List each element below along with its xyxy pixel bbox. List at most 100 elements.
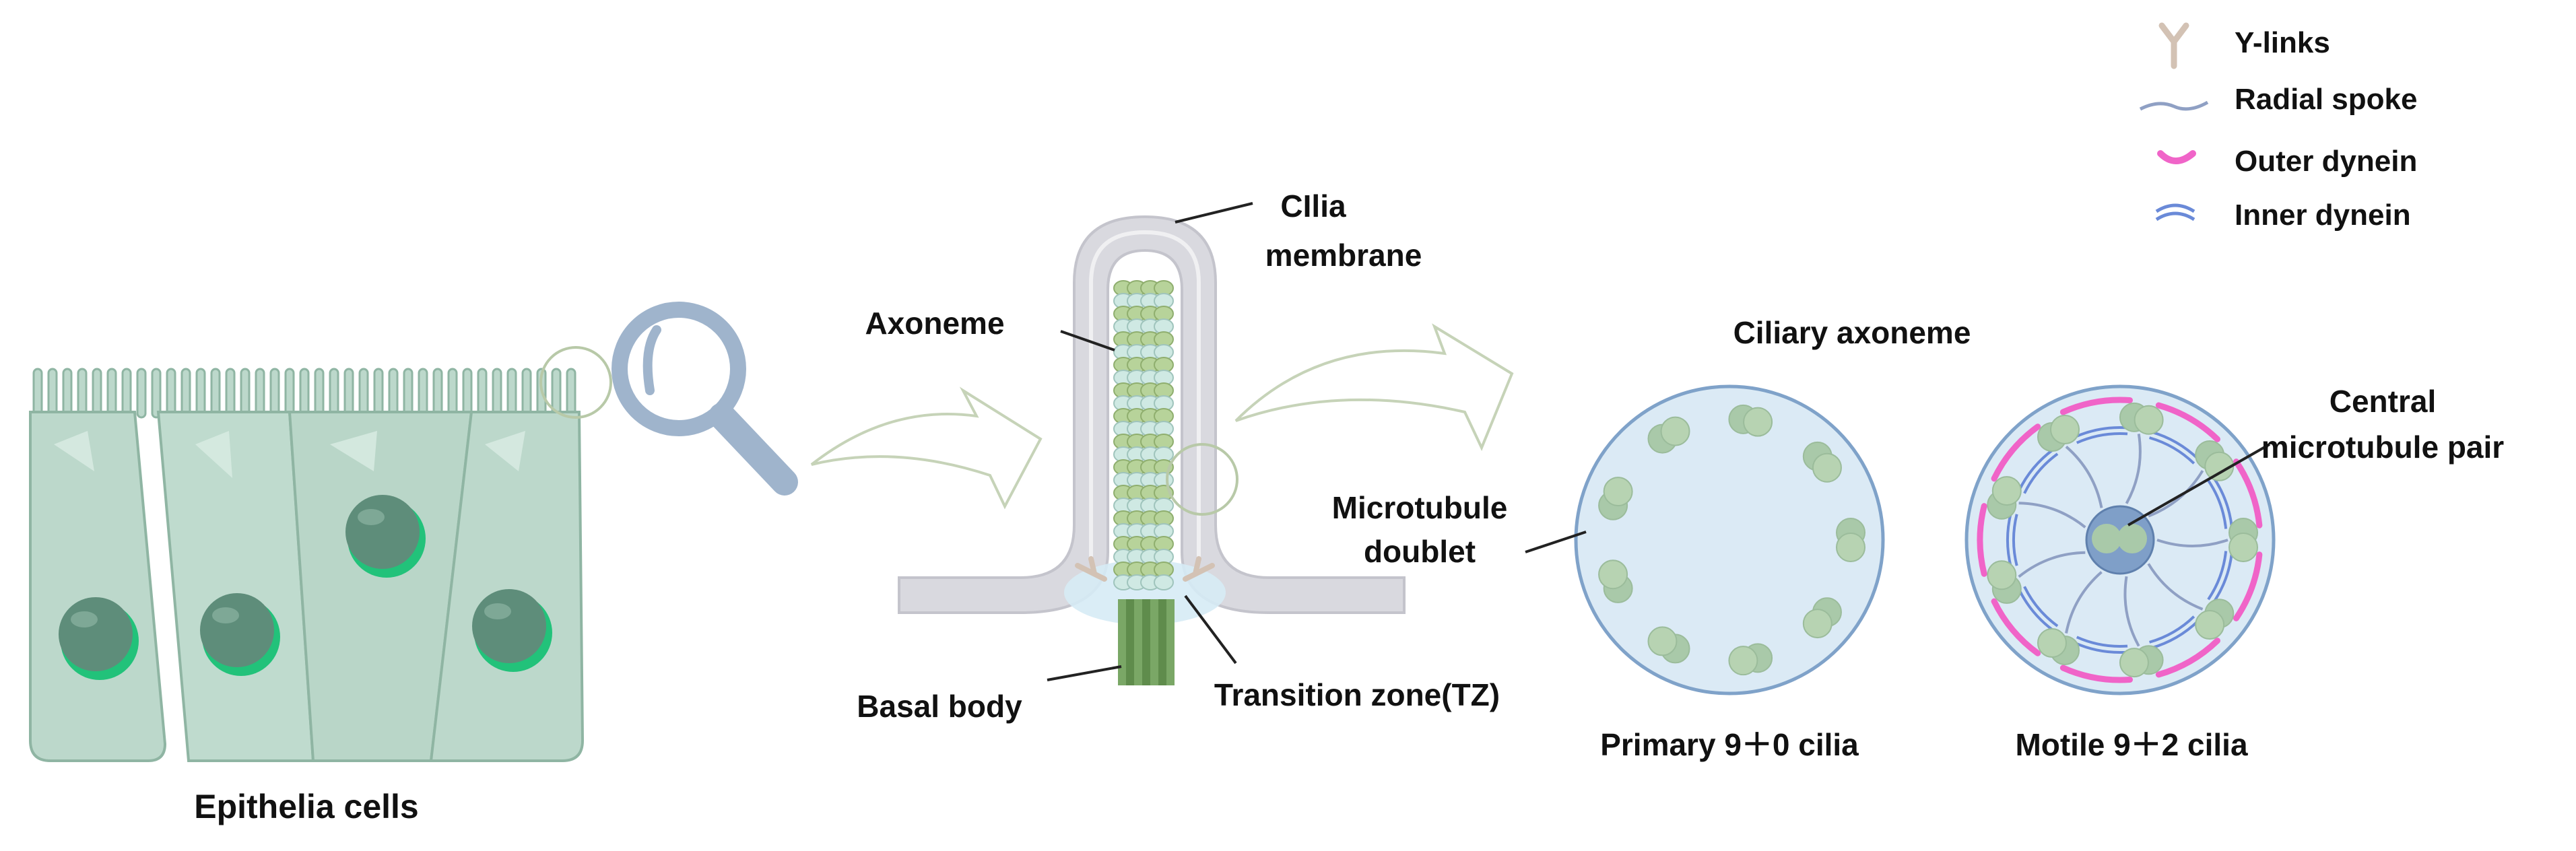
outer-dynein	[1991, 598, 2041, 656]
legend-inner-dynein-label: Inner dynein	[2235, 199, 2411, 232]
microvillus	[521, 368, 532, 419]
nucleus-3	[345, 495, 426, 578]
microvillus	[92, 368, 102, 419]
inner-dynein	[2212, 476, 2234, 529]
radial-spokes	[2018, 434, 2228, 647]
microvillus	[240, 368, 251, 419]
microtubule-doublet	[2195, 610, 2225, 640]
radial-spoke	[2147, 563, 2204, 611]
microvillus	[329, 368, 339, 419]
legend: Y-links Radial spoke Outer dynein Inner …	[2139, 22, 2417, 232]
cell-2	[156, 411, 315, 762]
microvillus	[343, 368, 354, 419]
radial-spoke	[2148, 470, 2204, 518]
radial-spoke	[2156, 539, 2228, 547]
inner-dynein	[2148, 436, 2195, 465]
inner-dynein	[2023, 586, 2059, 627]
primary-cilia-label: Primary 9＋0 cilia	[1600, 727, 1859, 762]
radial-spoke	[2125, 434, 2142, 504]
microtubule-doublet	[1647, 626, 1678, 656]
cross-section-zoom-circle	[1166, 443, 1239, 516]
dyneins	[1977, 397, 2263, 683]
radial-spoke	[2018, 551, 2086, 578]
y-links	[1075, 556, 1215, 582]
basal-body-rod	[1166, 599, 1175, 685]
basal-body-rod	[1150, 599, 1158, 685]
central-pair-label-2: microtubule pair	[2261, 430, 2504, 465]
inner-dynein	[2006, 512, 2012, 568]
basal-body-rod	[1126, 599, 1134, 685]
inner-dynein	[2023, 452, 2059, 494]
microtubule-doublet	[1603, 477, 1633, 507]
microvillus	[506, 368, 517, 419]
inner-dynein	[2074, 426, 2128, 439]
outer-dynein	[1991, 423, 2041, 482]
microtubule-doublet	[1802, 609, 1832, 639]
microtubule-doublet	[2134, 405, 2164, 435]
microvillus	[299, 368, 310, 419]
cilia-membrane-label-2: membrane	[1265, 238, 1422, 273]
primary-cilia-cross-section	[1574, 384, 1885, 695]
microvillus	[432, 368, 443, 419]
nucleus-1	[59, 597, 139, 680]
microvilli	[32, 368, 576, 419]
cilia-membrane-label-1: CIlia	[1280, 189, 1346, 224]
microtubule-doublet	[2037, 627, 2067, 658]
cell-highlight-4	[485, 431, 525, 471]
microtubule-doublet	[1660, 416, 1690, 446]
cilia-membrane-pointer	[1175, 202, 1253, 224]
microvillus	[388, 368, 399, 419]
epithelial-cells	[29, 346, 612, 762]
basal-body-rod	[1118, 599, 1126, 685]
central-pair	[2085, 505, 2155, 575]
basal-body-rod	[1134, 599, 1142, 685]
cell-highlight-2	[195, 431, 232, 478]
cell-1	[29, 411, 167, 762]
microtubule-doublet-label-2: doublet	[1364, 534, 1476, 569]
zoom-arrow-2	[1234, 323, 1514, 451]
outer-dynein	[2059, 397, 2134, 415]
microvillus	[403, 368, 414, 419]
inner-dynein	[2148, 615, 2195, 644]
inner-dynein	[2018, 448, 2055, 491]
motile-cilia-cross-section	[1964, 384, 2276, 695]
microvillus	[269, 368, 280, 419]
microvillus	[195, 368, 206, 419]
microtubule-doublet	[1836, 533, 1865, 562]
axoneme-bead	[1154, 574, 1174, 590]
tz-pointer	[1184, 594, 1237, 665]
motile-cilia-label: Motile 9＋2 cilia	[2015, 727, 2248, 762]
inner-dynein	[2076, 432, 2128, 444]
outer-dynein-icon	[2157, 150, 2196, 164]
legend-y-links-label: Y-links	[2235, 26, 2330, 59]
radial-spoke	[2018, 502, 2086, 529]
inner-dynein	[2207, 479, 2228, 529]
cilia-membrane-inner	[1089, 230, 1201, 559]
inner-dynein	[2012, 514, 2018, 566]
microtubule-doublet	[2050, 415, 2080, 445]
basal-body-pointer	[1047, 665, 1122, 681]
motile-doublets	[1987, 402, 2258, 678]
microvillus	[255, 368, 265, 419]
cell-highlight-1	[54, 431, 94, 471]
y-link-icon	[2158, 22, 2189, 69]
radial-spoke	[2065, 571, 2103, 634]
microvillus	[477, 368, 488, 419]
inner-dynein	[2074, 641, 2128, 654]
microvillus	[151, 368, 162, 419]
radial-spoke-icon	[2139, 100, 2209, 111]
cilia-membrane	[898, 215, 1406, 614]
microtubule-doublet	[2228, 533, 2258, 562]
inner-dynein-icon	[2155, 203, 2195, 222]
microvillus	[492, 368, 502, 419]
axoneme-pointer	[1060, 330, 1115, 351]
epithelia-cells-label: Epithelia cells	[194, 788, 418, 825]
cell-highlight-3	[330, 431, 377, 471]
legend-radial-spoke-label: Radial spoke	[2235, 83, 2417, 116]
microvillus	[136, 368, 147, 419]
basal-body-rod	[1142, 599, 1150, 685]
nucleus-4	[472, 589, 552, 672]
microvillus	[566, 368, 576, 419]
microtubule-doublet-label-1: Microtubule	[1332, 490, 1508, 525]
inner-dynein	[2076, 636, 2128, 648]
